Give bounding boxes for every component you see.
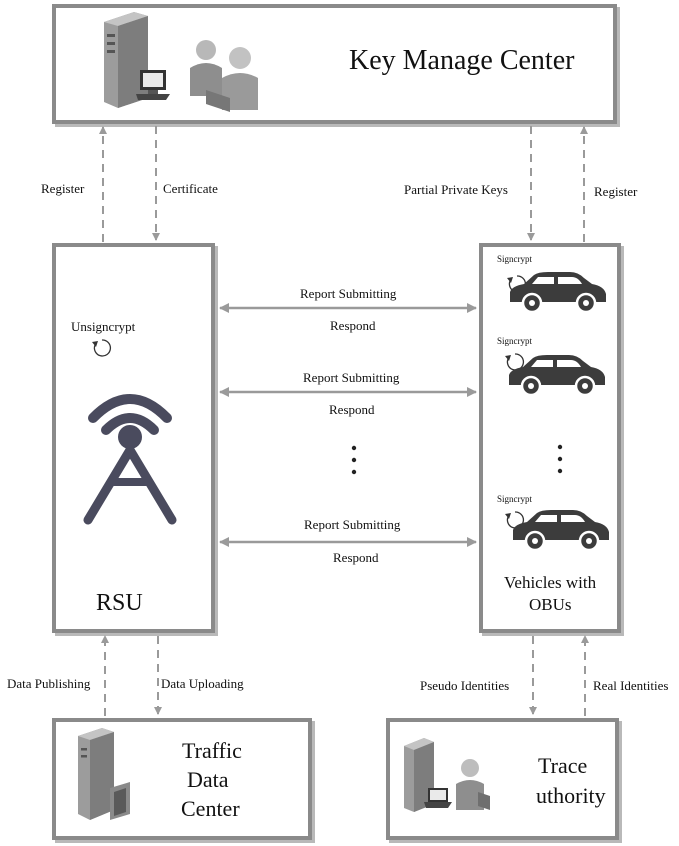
tdc-title-line3: Center [181, 796, 240, 821]
report-submitting-label-3: Report Submitting [304, 517, 401, 532]
signcrypt-label-2: Signcrypt [497, 336, 532, 346]
ellipsis-dots-vehicles [557, 444, 563, 474]
ta-title-line2: uthority [536, 783, 606, 808]
vehicles-title-line1: Vehicles with [504, 573, 597, 592]
signcrypt-label-3: Signcrypt [497, 494, 532, 504]
server-icon [104, 12, 148, 108]
vehicles-box [479, 243, 621, 633]
report-submitting-label-2: Report Submitting [303, 370, 400, 385]
car-icon-3 [511, 508, 611, 552]
report-submitting-label-1: Report Submitting [300, 286, 397, 301]
rsu-title: RSU [96, 590, 143, 616]
real-identities-label: Real Identities [593, 678, 669, 693]
data-publishing-label: Data Publishing [7, 676, 91, 691]
unsigncrypt-cycle-icon [91, 339, 112, 357]
data-server-icon [78, 728, 130, 820]
signcrypt-label-1: Signcrypt [497, 254, 532, 264]
respond-label-3: Respond [333, 550, 379, 565]
vehicles-title-line2: OBUs [529, 595, 572, 614]
rsu-certificate-label: Certificate [163, 181, 218, 196]
tdc-title-line2: Data [187, 767, 229, 792]
ta-title-line1: Trace [538, 753, 588, 778]
kmc-title: Key Manage Center [349, 45, 575, 76]
users-icon [190, 40, 258, 112]
respond-label-2: Respond [329, 402, 375, 417]
unsigncrypt-label: Unsigncrypt [71, 319, 136, 334]
respond-label-1: Respond [330, 318, 376, 333]
rsu-tower-icon [83, 394, 177, 525]
data-uploading-label: Data Uploading [161, 676, 244, 691]
ellipsis-dots-center [351, 445, 357, 475]
tdc-title-line1: Traffic [182, 738, 242, 763]
monitor-icon [136, 70, 170, 100]
trace-server-icon [404, 738, 452, 812]
veh-register-label: Register [594, 184, 638, 199]
veh-partial-keys-label: Partial Private Keys [404, 182, 508, 197]
person-icon [456, 759, 490, 810]
pseudo-identities-label: Pseudo Identities [420, 678, 510, 693]
rsu-register-label: Register [41, 181, 85, 196]
car-icon-1 [508, 270, 608, 314]
